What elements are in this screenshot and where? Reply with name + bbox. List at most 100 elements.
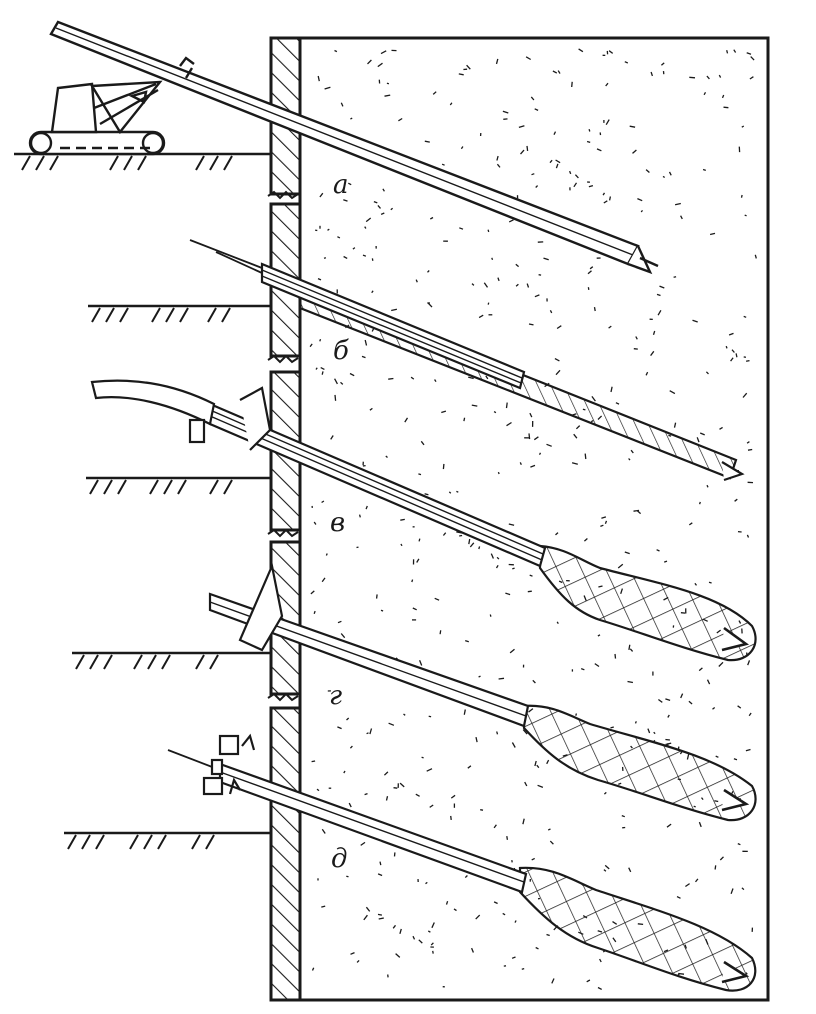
soil-speck	[524, 781, 528, 787]
soil-speck	[480, 809, 484, 811]
soil-speck	[529, 412, 533, 418]
injection-hose	[90, 379, 216, 426]
soil-speck	[746, 441, 750, 444]
soil-speck	[698, 667, 703, 672]
soil-speck	[532, 679, 536, 684]
jack-upper	[218, 734, 240, 756]
drilling-rig	[28, 80, 166, 156]
soil-speck	[380, 212, 385, 215]
soil-speck	[680, 215, 683, 220]
soil-speck	[334, 49, 338, 53]
soil-speck	[665, 698, 671, 702]
soil-speck	[390, 207, 394, 211]
soil-speck	[317, 75, 320, 82]
soil-speck	[629, 648, 634, 652]
soil-speck	[386, 82, 390, 85]
soil-speck	[343, 199, 348, 202]
soil-speck	[556, 325, 562, 330]
soil-speck	[496, 556, 500, 560]
soil-speck	[393, 787, 398, 789]
soil-speck	[743, 315, 747, 318]
soil-speck	[434, 597, 440, 601]
soil-speck	[383, 771, 389, 776]
jack-lower	[202, 776, 224, 796]
soil-speck	[404, 417, 409, 423]
soil-speck	[362, 254, 367, 257]
soil-speck	[468, 538, 471, 545]
soil-speck	[377, 873, 383, 877]
soil-speck	[599, 958, 602, 963]
soil-speck	[412, 607, 417, 611]
soil-speck	[418, 659, 423, 666]
soil-speck	[605, 119, 610, 126]
soil-speck	[650, 71, 654, 77]
soil-speck	[323, 257, 327, 259]
soil-speck	[520, 149, 525, 155]
soil-speck	[719, 856, 724, 861]
soil-speck	[628, 867, 632, 873]
soil-speck	[663, 560, 668, 563]
soil-speck	[737, 705, 742, 709]
soil-speck	[403, 713, 406, 716]
soil-speck	[465, 639, 469, 643]
soil-speck	[733, 758, 738, 761]
soil-speck	[718, 74, 722, 78]
retaining-wall	[267, 36, 302, 1002]
soil-speck	[535, 946, 539, 950]
soil-speck	[714, 865, 717, 870]
soil-speck	[665, 738, 670, 741]
soil-speck	[748, 712, 752, 717]
soil-speck	[309, 343, 313, 348]
soil-speck	[586, 140, 591, 144]
soil-speck	[688, 700, 693, 705]
soil-speck	[669, 390, 676, 395]
soil-speck	[313, 610, 316, 615]
soil-speck	[597, 986, 602, 990]
soil-speck	[441, 410, 447, 414]
soil-speck	[315, 367, 318, 370]
soil-speck	[694, 878, 699, 883]
soil-speck	[744, 214, 747, 217]
soil-speck	[742, 392, 748, 398]
soil-speck	[602, 192, 606, 196]
soil-speck	[608, 196, 612, 201]
soil-speck	[627, 680, 634, 684]
soil-speck	[427, 270, 430, 273]
grout-bulb-d	[518, 866, 757, 992]
soil-speck	[434, 379, 437, 383]
soil-speck	[316, 788, 320, 792]
soil-speck	[673, 422, 677, 428]
soil-speck	[415, 793, 420, 797]
soil-speck	[673, 276, 677, 278]
soil-speck	[662, 175, 666, 178]
soil-speck	[608, 325, 612, 329]
soil-speck	[709, 232, 716, 236]
soil-speck	[597, 634, 601, 637]
soil-speck	[348, 802, 352, 808]
soil-speck	[471, 283, 475, 286]
soil-speck	[478, 675, 481, 678]
soil-speck	[453, 908, 457, 912]
soil-speck	[633, 509, 640, 512]
soil-speck	[556, 621, 559, 625]
soil-speck	[327, 228, 330, 231]
soil-speck	[557, 70, 561, 74]
soil-speck	[668, 171, 672, 176]
soil-speck	[551, 978, 555, 984]
soil-speck	[555, 532, 559, 536]
soil-speck	[363, 914, 368, 921]
soil-speck	[546, 759, 550, 765]
soil-speck	[530, 464, 536, 468]
soil-speck	[657, 309, 662, 316]
soil-speck	[365, 217, 372, 223]
soil-speck	[536, 764, 540, 769]
soil-speck	[604, 864, 610, 870]
soil-speck	[534, 294, 540, 298]
soil-speck	[429, 804, 434, 808]
soil-speck	[395, 953, 401, 958]
soil-speck	[549, 310, 553, 314]
soil-speck	[531, 857, 535, 861]
soil-speck	[746, 52, 752, 55]
soil-speck	[583, 538, 588, 542]
soil-speck	[635, 336, 638, 340]
